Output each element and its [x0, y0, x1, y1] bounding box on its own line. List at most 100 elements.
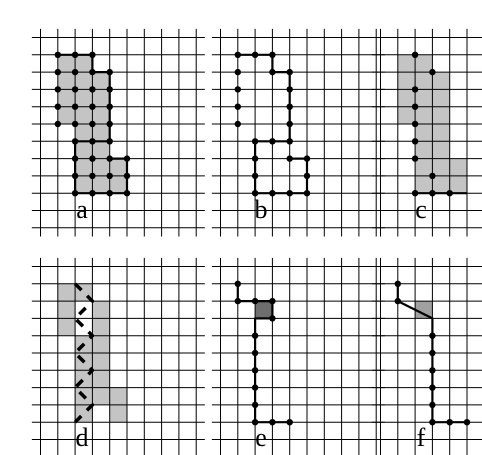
panel-label-a: a	[76, 195, 88, 224]
contour-node	[106, 86, 113, 93]
contour-node	[89, 51, 96, 58]
contour-node	[54, 103, 61, 110]
region-cell	[92, 106, 110, 124]
contour-node	[106, 172, 113, 180]
contour-node	[89, 172, 96, 180]
contour-node	[89, 86, 96, 93]
region-cell	[75, 106, 93, 124]
region-cell	[75, 141, 93, 159]
region-cell	[397, 89, 416, 107]
contour-node	[71, 86, 79, 93]
contour-node	[286, 68, 293, 76]
region-cell	[397, 106, 416, 124]
contour-node	[106, 155, 113, 162]
region-cell	[397, 54, 416, 73]
contour-node	[54, 86, 61, 93]
panel-label-f: f	[417, 423, 426, 452]
contour-node	[89, 120, 96, 128]
contour-node	[286, 190, 293, 197]
region-cell	[432, 158, 450, 176]
contour-node	[429, 68, 436, 76]
contour-node	[89, 138, 96, 145]
region-cell	[109, 404, 127, 423]
contour-node	[286, 138, 293, 145]
contour-node	[234, 120, 241, 128]
contour-node	[303, 172, 311, 180]
contour-node	[251, 190, 259, 197]
contour-node	[286, 155, 293, 162]
contour-node	[286, 120, 293, 128]
contour-node	[54, 120, 61, 128]
contour-node	[429, 384, 436, 391]
contour-node	[89, 190, 96, 197]
contour-node	[71, 172, 79, 180]
contour-node	[71, 138, 79, 145]
contour-node	[54, 51, 61, 58]
region-cell	[75, 175, 93, 194]
contour-node	[106, 68, 113, 76]
panel-b	[211, 28, 385, 237]
panel-d	[31, 257, 205, 455]
region-cell	[57, 318, 76, 336]
contour-node	[446, 190, 453, 197]
region-cell	[57, 72, 76, 90]
region-cell	[432, 124, 450, 142]
region-cell	[415, 141, 433, 159]
region-cell	[92, 175, 110, 194]
contour-node	[394, 297, 401, 305]
contour-node	[54, 68, 61, 76]
contour-node	[269, 190, 276, 197]
contour-node	[89, 155, 96, 162]
region-cell	[92, 353, 110, 371]
region-cell	[92, 387, 110, 405]
contour-node	[106, 190, 113, 197]
region-cell	[449, 158, 467, 176]
region-cell	[92, 335, 110, 353]
contour-node	[429, 401, 436, 409]
contour-node	[411, 120, 419, 128]
contour-node	[411, 138, 419, 145]
region-cell	[432, 89, 450, 107]
panel-a	[31, 28, 205, 237]
removed-cell	[92, 404, 110, 423]
contour-node	[251, 172, 259, 180]
contour-node	[303, 155, 311, 162]
region-cell	[432, 106, 450, 124]
contour-node	[251, 155, 259, 162]
contour-node	[411, 190, 419, 197]
contour-node	[286, 86, 293, 93]
contour-node	[429, 349, 436, 357]
region-cell	[57, 301, 76, 319]
contour-node	[251, 297, 259, 305]
region-cell	[397, 72, 416, 90]
contour-node	[251, 401, 259, 409]
marked-cell	[415, 301, 433, 319]
region-cell	[75, 124, 93, 142]
region-cell	[415, 72, 433, 90]
region-cell	[92, 72, 110, 90]
region-cell	[109, 158, 127, 176]
region-cell	[415, 54, 433, 73]
region-cell	[432, 72, 450, 90]
contour-node	[234, 280, 241, 287]
region-cell	[75, 72, 93, 90]
region-cell	[92, 301, 110, 319]
region-cell	[57, 283, 76, 302]
region-cell	[92, 370, 110, 388]
region-cell	[57, 106, 76, 124]
contour-node	[269, 138, 276, 145]
contour-node	[286, 103, 293, 110]
contour-node	[71, 155, 79, 162]
contour-node	[463, 419, 471, 426]
panel-label-c: c	[415, 195, 427, 224]
marked-cell	[255, 301, 273, 319]
region-cell	[92, 89, 110, 107]
contour-node	[269, 315, 276, 322]
contour-node	[251, 332, 259, 339]
contour-node	[411, 51, 419, 58]
contour-node	[251, 51, 259, 58]
contour-node	[234, 86, 241, 93]
contour-node	[269, 68, 276, 76]
contour-node	[251, 384, 259, 391]
panel-label-e: e	[255, 423, 267, 452]
